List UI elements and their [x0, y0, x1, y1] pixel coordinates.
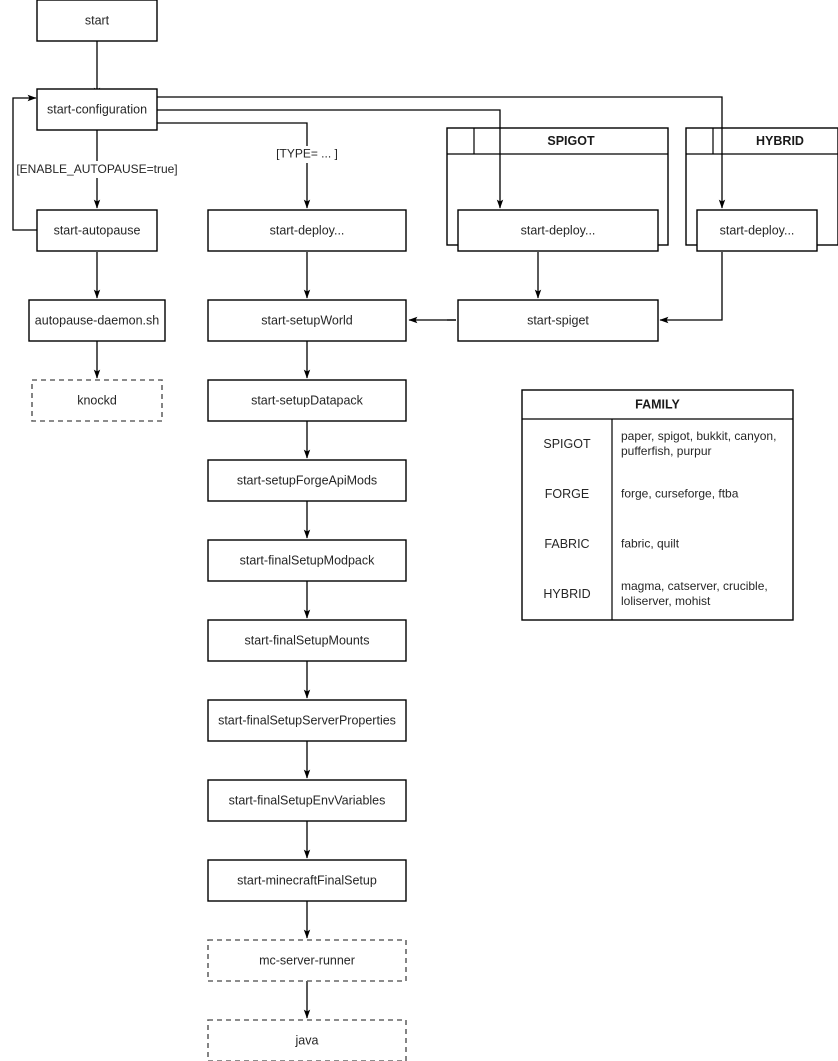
node-knockd[interactable]: knockd: [31, 379, 163, 422]
node-start-setupforgeapimods[interactable]: start-setupForgeApiMods: [207, 459, 407, 502]
node-start-deploy-main[interactable]: start-deploy...: [207, 209, 407, 252]
node-start-setupforgeapimods-label: start-setupForgeApiMods: [237, 473, 377, 487]
family-table-row-2: FABRIC fabric, quilt: [544, 537, 679, 551]
family-table-row-3: HYBRID magma, catserver, crucible, lolis…: [543, 579, 767, 608]
family-table: FAMILY SPIGOT paper, spigot, bukkit, can…: [521, 389, 794, 621]
family-table-row-0: SPIGOT paper, spigot, bukkit, canyon, pu…: [543, 429, 776, 458]
family-table-row-2-key: FABRIC: [544, 537, 589, 551]
node-start-finalsetupenvvariables[interactable]: start-finalSetupEnvVariables: [207, 779, 407, 822]
family-table-row-1-key: FORGE: [545, 487, 589, 501]
node-start-setupdatapack[interactable]: start-setupDatapack: [207, 379, 407, 422]
family-table-row-0-value-line1: paper, spigot, bukkit, canyon,: [621, 429, 776, 443]
node-start-label: start: [85, 13, 110, 27]
family-table-row-1: FORGE forge, curseforge, ftba: [545, 487, 739, 501]
node-start-deploy-hybrid[interactable]: start-deploy...: [696, 209, 818, 252]
node-start-minecraftfinalsetup-label: start-minecraftFinalSetup: [237, 873, 377, 887]
node-start-setupdatapack-label: start-setupDatapack: [251, 393, 364, 407]
edge-label-type: [TYPE= ... ]: [268, 146, 346, 163]
family-table-row-0-key: SPIGOT: [543, 437, 591, 451]
node-java[interactable]: java: [207, 1019, 407, 1061]
family-table-row-1-value-line1: forge, curseforge, ftba: [621, 487, 739, 501]
edge-label-enable-autopause: [ENABLE_AUTOPAUSE=true]: [16, 161, 178, 178]
node-start-autopause[interactable]: start-autopause: [36, 209, 158, 252]
node-start-configuration-label: start-configuration: [47, 102, 147, 116]
node-autopause-daemon[interactable]: autopause-daemon.sh: [28, 299, 166, 342]
node-start-deploy-hybrid-label: start-deploy...: [720, 223, 795, 237]
family-table-row-3-value-line2: loliserver, mohist: [621, 594, 711, 608]
node-mc-server-runner[interactable]: mc-server-runner: [207, 939, 407, 982]
node-start-finalsetupenvvariables-label: start-finalSetupEnvVariables: [229, 793, 386, 807]
node-start[interactable]: start: [36, 0, 158, 42]
family-table-row-0-value-line2: pufferfish, purpur: [621, 444, 712, 458]
edge-deploy-hybrid-to-spiget: [659, 252, 723, 324]
node-start-finalsetupmounts-label: start-finalSetupMounts: [244, 633, 369, 647]
node-start-finalsetupmodpack-label: start-finalSetupModpack: [240, 553, 376, 567]
node-start-spiget-label: start-spiget: [527, 313, 589, 327]
edge-autopause-feedback-to-configuration: [12, 94, 37, 231]
family-table-title: FAMILY: [635, 397, 680, 411]
family-table-row-3-key: HYBRID: [543, 587, 590, 601]
edge-configuration-to-deploy-main: [157, 122, 311, 209]
node-start-deploy-main-label: start-deploy...: [270, 223, 345, 237]
node-start-autopause-label: start-autopause: [54, 223, 141, 237]
node-start-setupworld[interactable]: start-setupWorld: [207, 299, 407, 342]
node-start-setupworld-label: start-setupWorld: [261, 313, 353, 327]
node-start-deploy-spigot-label: start-deploy...: [521, 223, 596, 237]
family-table-row-2-value-line1: fabric, quilt: [621, 537, 680, 551]
node-start-spiget[interactable]: start-spiget: [457, 299, 659, 342]
group-hybrid-label: HYBRID: [756, 134, 804, 148]
node-start-finalsetupmodpack[interactable]: start-finalSetupModpack: [207, 539, 407, 582]
node-start-finalsetupmounts[interactable]: start-finalSetupMounts: [207, 619, 407, 662]
edge-label-type-text: [TYPE= ... ]: [276, 147, 338, 161]
edge-configuration-to-deploy-spigot: [157, 109, 504, 209]
node-autopause-daemon-label: autopause-daemon.sh: [35, 313, 159, 327]
edge-configuration-to-deploy-hybrid: [157, 96, 726, 209]
node-start-configuration[interactable]: start-configuration: [36, 88, 158, 131]
node-knockd-label: knockd: [77, 393, 117, 407]
family-table-row-3-value-line1: magma, catserver, crucible,: [621, 579, 768, 593]
node-java-label: java: [295, 1033, 319, 1047]
node-start-finalsetupserverproperties[interactable]: start-finalSetupServerProperties: [207, 699, 407, 742]
node-start-deploy-spigot[interactable]: start-deploy...: [457, 209, 659, 252]
group-spigot-label: SPIGOT: [547, 134, 595, 148]
edge-label-enable-autopause-text: [ENABLE_AUTOPAUSE=true]: [16, 162, 177, 176]
node-start-minecraftfinalsetup[interactable]: start-minecraftFinalSetup: [207, 859, 407, 902]
node-mc-server-runner-label: mc-server-runner: [259, 953, 355, 967]
node-start-finalsetupserverproperties-label: start-finalSetupServerProperties: [218, 713, 396, 727]
